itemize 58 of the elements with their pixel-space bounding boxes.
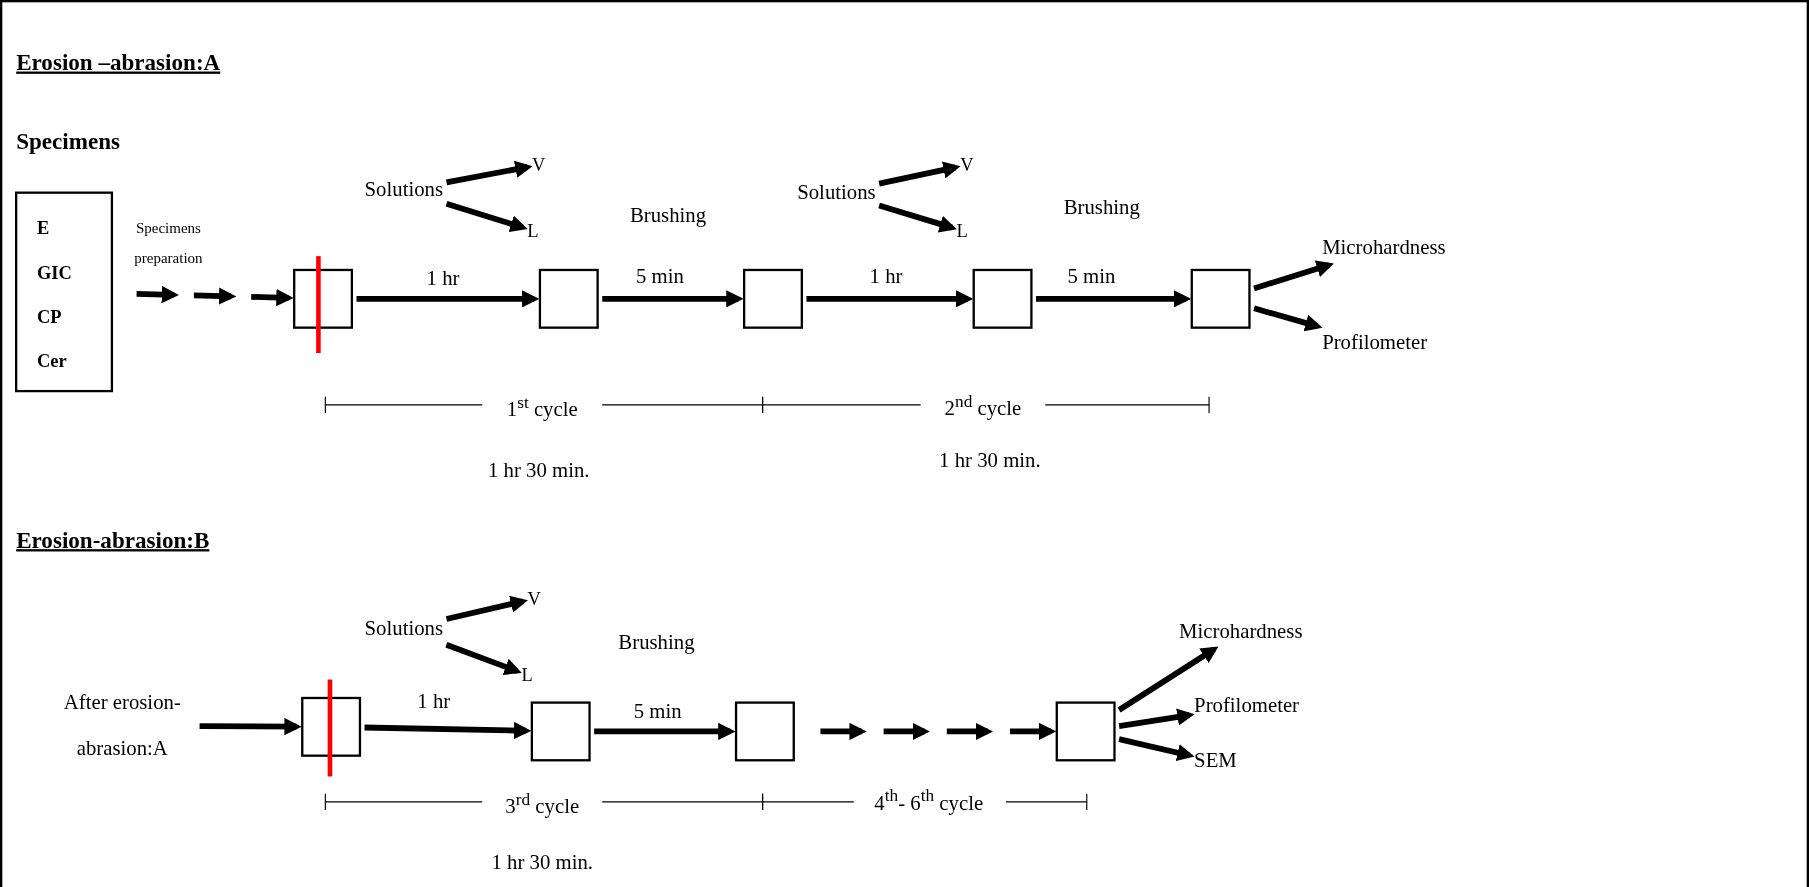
option-label: V	[532, 153, 546, 177]
arrow	[199, 717, 302, 736]
test-label: SEM	[1194, 749, 1237, 774]
arrow	[806, 290, 974, 308]
duration-label: 1 hr 30 min.	[491, 850, 593, 876]
arrow	[445, 595, 528, 622]
cycle-label: 3$^{rd}$ cycle	[505, 788, 580, 820]
option-label: L	[521, 663, 533, 686]
specimen-square	[743, 268, 803, 329]
arrow	[1253, 305, 1323, 332]
duration-label: 1 hr 30 min.	[488, 458, 590, 484]
arrow	[364, 721, 532, 740]
cycle-label: 4$^{th}$- 6$^{th}$ cycle	[874, 785, 984, 816]
arrow	[1036, 290, 1192, 308]
arrow	[1253, 260, 1334, 292]
section-heading: Erosion –abrasion:A	[16, 48, 221, 77]
subheading: Specimens	[16, 127, 120, 155]
option-label: V	[527, 587, 541, 610]
arrow	[602, 290, 744, 308]
specimen-square	[1190, 268, 1251, 329]
arrow	[445, 160, 533, 186]
specimen-square	[734, 701, 795, 762]
solutions-label: Solutions	[364, 177, 444, 203]
specimen-square	[530, 701, 591, 762]
specimen-square	[972, 268, 1033, 329]
start-label: After erosion-abrasion:A	[48, 680, 197, 772]
material-code: E	[36, 218, 50, 239]
material-code: Cer	[36, 350, 67, 372]
arrow	[445, 641, 522, 675]
option-label: L	[956, 219, 968, 242]
section-heading: Erosion-abrasion:B	[16, 526, 210, 554]
test-label: Microhardness	[1322, 235, 1446, 261]
cycle-label: 1$^{st}$ cycle	[506, 392, 578, 423]
step-label: Brushing	[1063, 195, 1140, 221]
arrow	[1117, 646, 1219, 713]
arrow	[878, 161, 961, 187]
arrow	[1118, 708, 1195, 730]
step-label: Brushing	[629, 203, 707, 229]
option-label: V	[960, 153, 974, 177]
step-label: Brushing	[618, 630, 695, 656]
cycle-label: 2$^{nd}$ cycle	[944, 390, 1022, 422]
specimen-square	[538, 268, 599, 329]
arrow	[594, 722, 736, 741]
material-code: CP	[36, 306, 62, 328]
arrow	[445, 200, 528, 233]
material-code: GIC	[36, 263, 72, 284]
solutions-label: Solutions	[797, 180, 876, 206]
arrow	[356, 290, 540, 308]
option-label: L	[527, 219, 539, 242]
duration-label: 1 hr 30 min.	[939, 449, 1041, 474]
test-label: Profilometer	[1194, 693, 1300, 719]
specimen-square	[1055, 701, 1116, 762]
arrow	[1118, 736, 1195, 762]
test-label: Profilometer	[1322, 330, 1428, 356]
specimen-group-box	[15, 191, 114, 393]
test-label: Microhardness	[1179, 619, 1303, 645]
solutions-label: Solutions	[364, 616, 444, 642]
arrow	[878, 202, 957, 233]
